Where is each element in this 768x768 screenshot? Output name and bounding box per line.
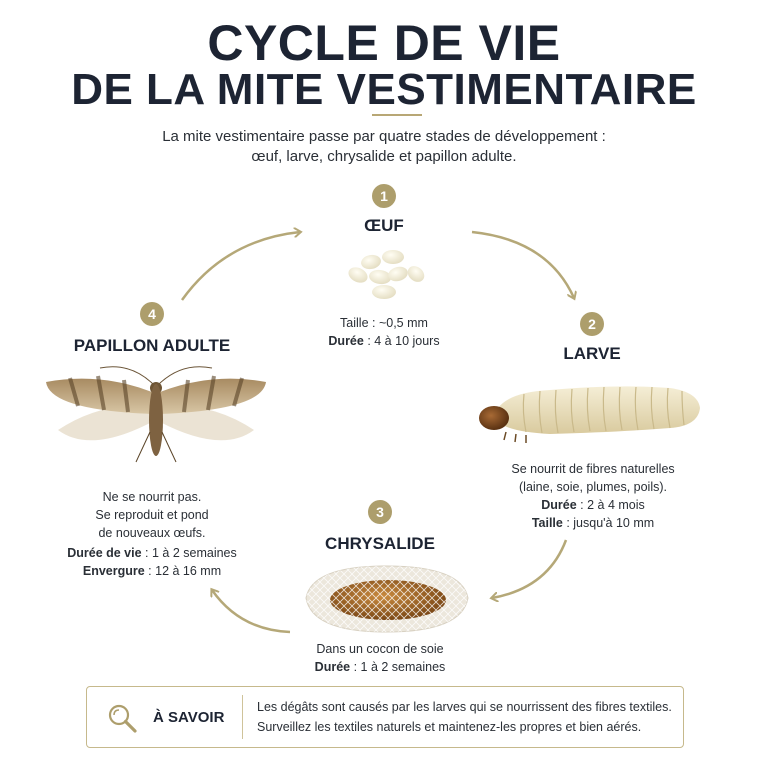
info-line1: Les dégâts sont causés par les larves qu… bbox=[257, 700, 672, 714]
stage-egg-title: ŒUF bbox=[364, 216, 404, 235]
larva-illustration bbox=[479, 386, 700, 443]
info-separator bbox=[242, 695, 243, 739]
larva-duration-text: Durée : 2 à 4 mois bbox=[541, 498, 645, 512]
stage-3-badge: 3 bbox=[368, 500, 392, 524]
pupa-illustration bbox=[305, 565, 469, 633]
stage-2-badge: 2 bbox=[580, 312, 604, 336]
stage-4-badge: 4 bbox=[140, 302, 164, 326]
stage-1-badge: 1 bbox=[372, 184, 396, 208]
adult-text-line2: Se reproduit et pond bbox=[95, 508, 209, 522]
title-underline bbox=[372, 114, 422, 116]
adult-text-line3: de nouveaux œufs. bbox=[98, 526, 206, 540]
adult-span-text: Envergure : 12 à 16 mm bbox=[82, 564, 222, 578]
larva-text-line2: (laine, soie, plumes, poils). bbox=[519, 480, 667, 494]
adult-text-line1: Ne se nourrit pas. bbox=[102, 490, 202, 504]
page-title-line2: DE LA MITE VESTIMENTAIRE bbox=[71, 65, 697, 114]
stage-larva-title: LARVE bbox=[563, 344, 621, 363]
intro-line1: La mite vestimentaire passe par quatre s… bbox=[162, 128, 606, 145]
info-box: À SAVOIR Les dégâts sont causés par les … bbox=[86, 686, 684, 748]
egg-duration-text: Durée : 4 à 10 jours bbox=[328, 334, 440, 348]
adult-life-text: Durée de vie : 1 à 2 semaines bbox=[67, 546, 237, 560]
arrow-adult-to-egg bbox=[180, 232, 300, 301]
larva-text-line1: Se nourrit de fibres naturelles bbox=[511, 462, 675, 476]
arrow-egg-to-larva bbox=[471, 230, 574, 298]
intro-line2: œuf, larve, chrysalide et papillon adult… bbox=[251, 148, 517, 165]
stage-adult-title: PAPILLON ADULTE bbox=[73, 336, 231, 355]
info-line2: Surveillez les textiles naturels et main… bbox=[257, 720, 642, 734]
arrow-pupa-to-adult bbox=[212, 590, 291, 634]
magnifier-icon bbox=[108, 704, 137, 733]
info-title: À SAVOIR bbox=[153, 709, 225, 726]
page-title-line1: CYCLE DE VIE bbox=[207, 15, 561, 71]
larva-size-text: Taille : jusqu'à 10 mm bbox=[531, 516, 655, 530]
pupa-duration-text: Durée : 1 à 2 semaines bbox=[314, 660, 446, 674]
pupa-text-line1: Dans un cocon de soie bbox=[316, 642, 444, 656]
eggs-illustration bbox=[348, 250, 425, 299]
stage-pupa-title: CHRYSALIDE bbox=[325, 534, 435, 553]
moth-illustration bbox=[46, 366, 266, 463]
arrow-larva-to-pupa bbox=[492, 539, 568, 598]
egg-size-text: Taille : ~0,5 mm bbox=[340, 316, 428, 330]
